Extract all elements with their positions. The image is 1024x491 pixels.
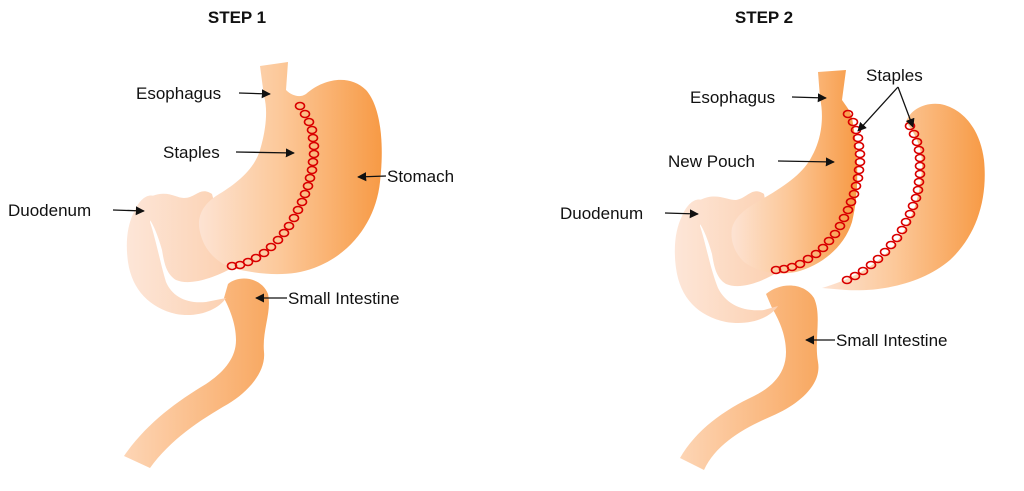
step-1-anatomy xyxy=(124,62,382,468)
arrow-duodenum-step-1 xyxy=(112,206,145,216)
remnant-stomach-shape xyxy=(822,103,985,291)
arrow-staples-pouch xyxy=(857,86,899,132)
label-duodenum-step-1: Duodenum xyxy=(8,201,91,220)
arrow-esophagus-step-2 xyxy=(791,93,827,103)
step-2-anatomy xyxy=(674,70,985,470)
staple-line-pouch xyxy=(770,109,866,275)
staple-line-step-1 xyxy=(226,101,320,271)
arrow-staples-remnant xyxy=(897,86,915,128)
new-pouch-shape xyxy=(731,70,858,274)
step-1-panel: STEP 1 xyxy=(8,8,454,468)
label-small-intestine-step-1: Small Intestine xyxy=(288,289,400,308)
step-2-title: STEP 2 xyxy=(735,8,793,27)
small-intestine-shape xyxy=(124,278,269,468)
label-staples-step-1: Staples xyxy=(163,143,220,162)
arrow-duodenum-step-2 xyxy=(664,209,699,219)
staple-line-remnant xyxy=(841,121,926,285)
step-1-title: STEP 1 xyxy=(208,8,266,27)
small-intestine-shape xyxy=(680,285,819,470)
label-stomach: Stomach xyxy=(387,167,454,186)
arrow-stomach xyxy=(357,172,387,182)
step-2-panel: STEP 2 xyxy=(560,8,985,470)
arrow-esophagus-step-1 xyxy=(238,89,271,99)
label-esophagus-step-1: Esophagus xyxy=(136,84,221,103)
label-small-intestine-step-2: Small Intestine xyxy=(836,331,948,350)
arrow-staples-step-1 xyxy=(235,148,295,158)
label-new-pouch: New Pouch xyxy=(668,152,755,171)
label-duodenum-step-2: Duodenum xyxy=(560,204,643,223)
arrow-new-pouch xyxy=(777,157,835,167)
stomach-shape xyxy=(198,62,382,275)
label-staples-step-2: Staples xyxy=(866,66,923,85)
label-esophagus-step-2: Esophagus xyxy=(690,88,775,107)
